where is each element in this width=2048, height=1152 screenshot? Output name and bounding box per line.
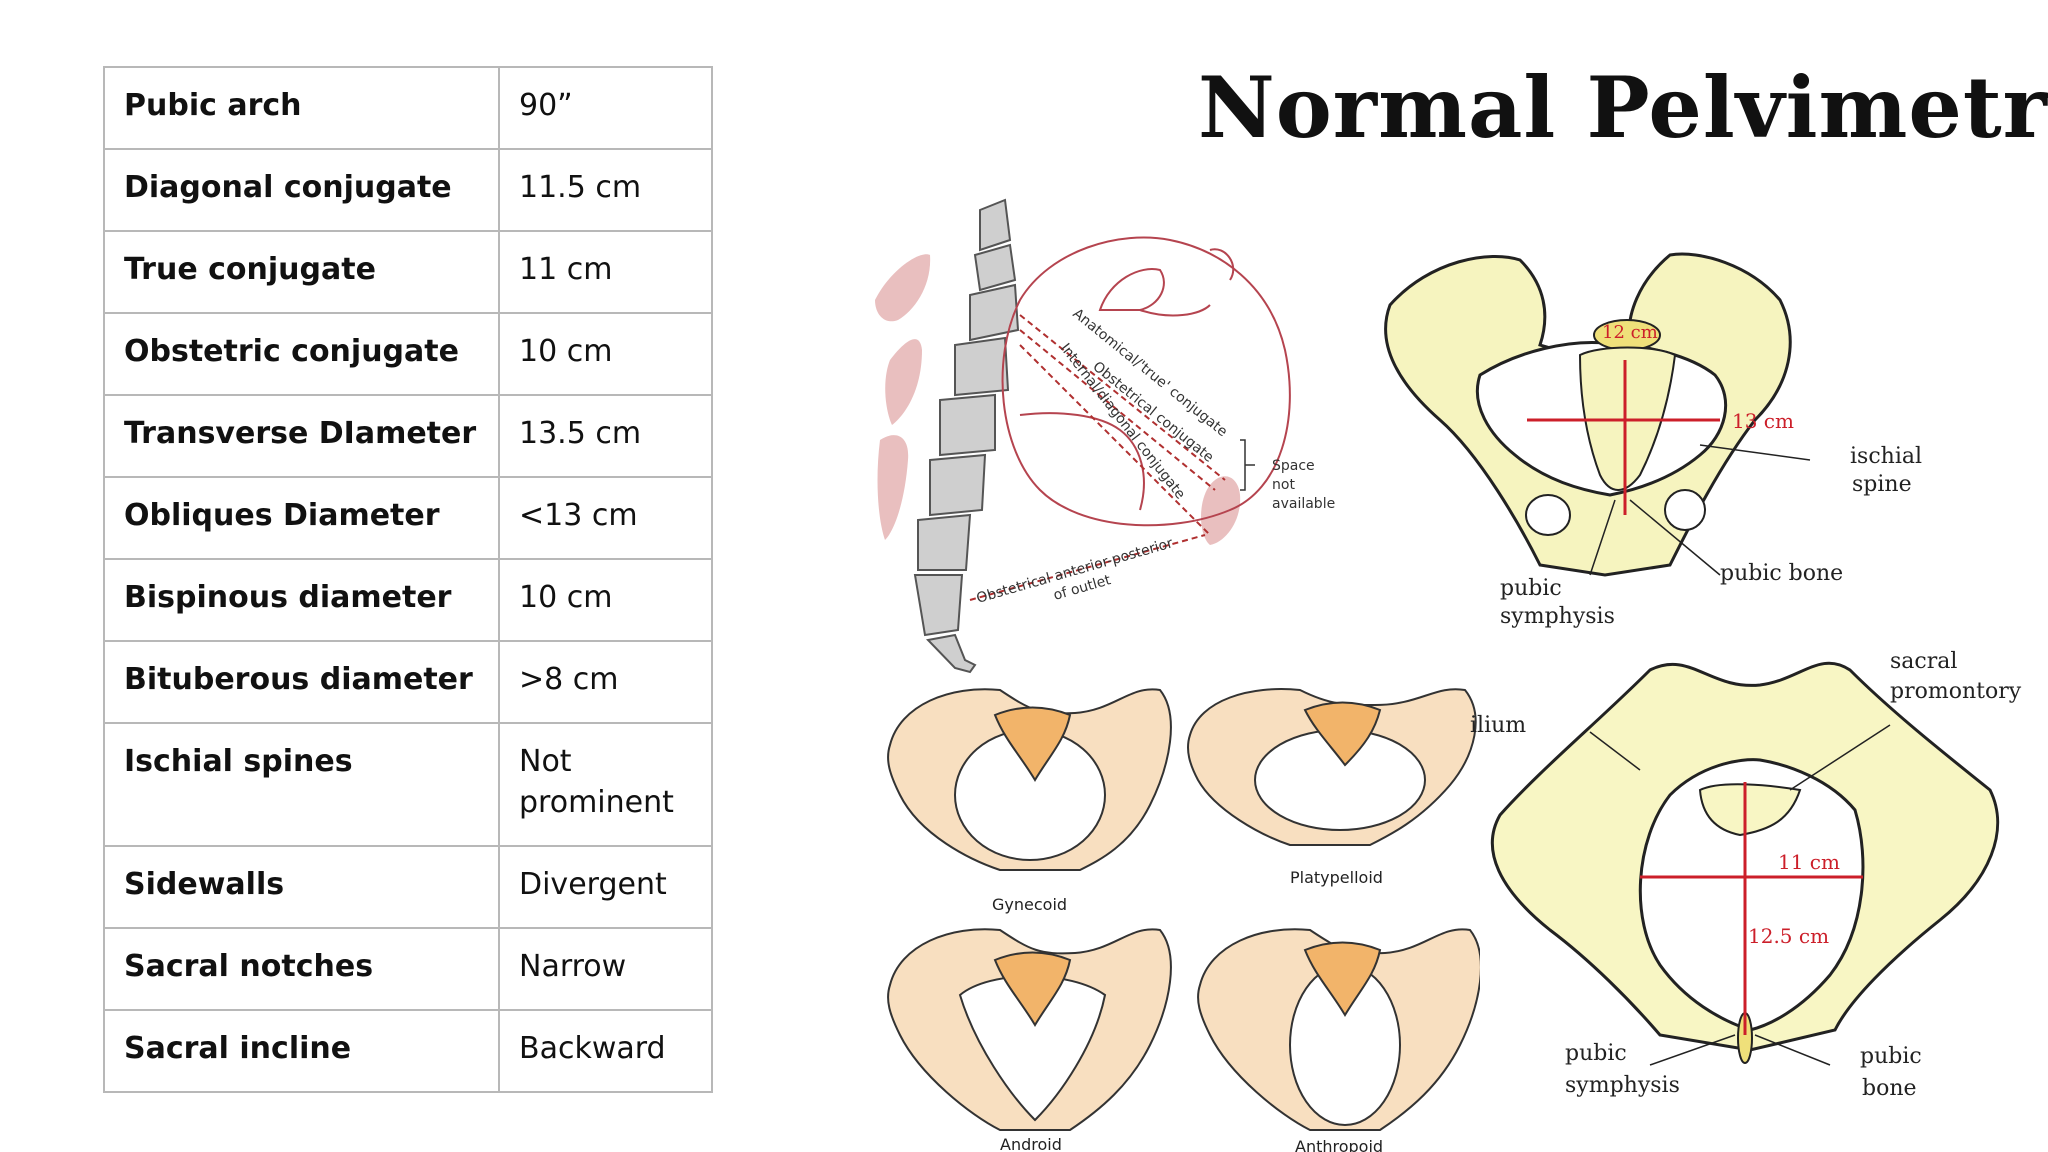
value-cell: Divergent (498, 845, 713, 929)
value-cell: 10 cm (498, 558, 713, 642)
platypelloid-label: Platypelloid (1290, 868, 1383, 887)
not-label: not (1272, 477, 1295, 493)
parameter-cell: Sacral notches (103, 927, 500, 1011)
spine-label: spine (1852, 472, 1912, 497)
table-row: Obliques Diameter<13 cm (103, 476, 713, 560)
outlet-ring (1638, 758, 1865, 1032)
pubic-label: pubic (1565, 1041, 1627, 1066)
bone-label: bone (1862, 1076, 1917, 1101)
measurement-lines (1527, 360, 1720, 515)
parameter-cell: Sacral incline (103, 1009, 500, 1093)
parameter-cell: Ischial spines (103, 722, 500, 847)
outlet-leader-lines (1589, 724, 1891, 1066)
parameter-cell: Bispinous diameter (103, 558, 500, 642)
spine-bones (913, 198, 1020, 674)
value-cell: 90” (498, 66, 713, 150)
ischial-label: ischial (1850, 444, 1922, 469)
parameter-cell: Obstetric conjugate (103, 312, 500, 396)
inlet-transverse-measure-label: 13 cm (1732, 409, 1794, 433)
space-bracket (1240, 439, 1255, 491)
value-cell: <13 cm (498, 476, 713, 560)
gynecoid-label: Gynecoid (992, 895, 1067, 914)
outlet-figure: 11 cm 12.5 cm sacral promontory ilium pu… (1470, 649, 2022, 1101)
obturator-holes (1525, 489, 1706, 536)
promontory-label: promontory (1890, 679, 2022, 704)
parameter-cell: True conjugate (103, 230, 500, 314)
symphysis-label: symphysis (1565, 1073, 1680, 1098)
pubic-label: pubic (1500, 576, 1562, 601)
gynecoid-pelvis: Gynecoid (887, 688, 1172, 914)
soft-tissue-shape (875, 254, 1241, 545)
sagittal-conjugates-figure: Anatomical/'true' conjugate Obstetrical … (875, 198, 1335, 674)
value-cell: Narrow (498, 927, 713, 1011)
outlet-measure-lines (1640, 782, 1863, 1035)
value-cell: 13.5 cm (498, 394, 713, 478)
parameter-cell: Sidewalls (103, 845, 500, 929)
pubic-bone-label: pubic (1860, 1044, 1922, 1069)
platypelloid-pelvis: Platypelloid (1187, 688, 1477, 887)
android-label: Android (1000, 1135, 1062, 1152)
page-title: Normal Pelvimetry (1198, 58, 2048, 157)
leader-lines (1589, 444, 1811, 576)
parameter-cell: Diagonal conjugate (103, 148, 500, 232)
android-pelvis: Android (887, 928, 1172, 1152)
parameter-cell: Transverse DIameter (103, 394, 500, 478)
table-row: Bituberous diameter>8 cm (103, 640, 713, 724)
outlet-ap-measure-label: 12.5 cm (1748, 924, 1829, 948)
value-cell: 10 cm (498, 312, 713, 396)
anthropoid-pelvis: Anthropoid (1197, 928, 1480, 1152)
space-label: Space (1272, 458, 1315, 474)
value-cell: >8 cm (498, 640, 713, 724)
outlet-transverse-measure-label: 11 cm (1778, 850, 1840, 874)
inlet-figure: 12 cm 13 cm ischial spine pubic symphysi… (1384, 252, 1922, 629)
parameter-cell: Bituberous diameter (103, 640, 500, 724)
parameter-cell: Obliques Diameter (103, 476, 500, 560)
pubic-bone-label: pubic bone (1720, 561, 1843, 586)
ilium-label: ilium (1470, 713, 1526, 738)
conjugate-lines (969, 314, 1226, 601)
inlet-ap-measure-label: 12 cm (1602, 322, 1658, 343)
value-cell: 11.5 cm (498, 148, 713, 232)
symphysis-label: symphysis (1500, 604, 1615, 629)
available-label: available (1272, 496, 1335, 512)
sacrum-tip (1698, 783, 1802, 837)
value-cell: Not prominent (498, 722, 713, 847)
sacral-label: sacral (1890, 649, 1957, 674)
value-cell: Backward (498, 1009, 713, 1093)
anthropoid-label: Anthropoid (1295, 1137, 1383, 1152)
value-cell: 11 cm (498, 230, 713, 314)
parameter-cell: Pubic arch (103, 66, 500, 150)
pelvis-types-figure: Gynecoid Platypelloid Android Anthropoid (887, 688, 1480, 1152)
pelvic-outline (1001, 236, 1291, 527)
